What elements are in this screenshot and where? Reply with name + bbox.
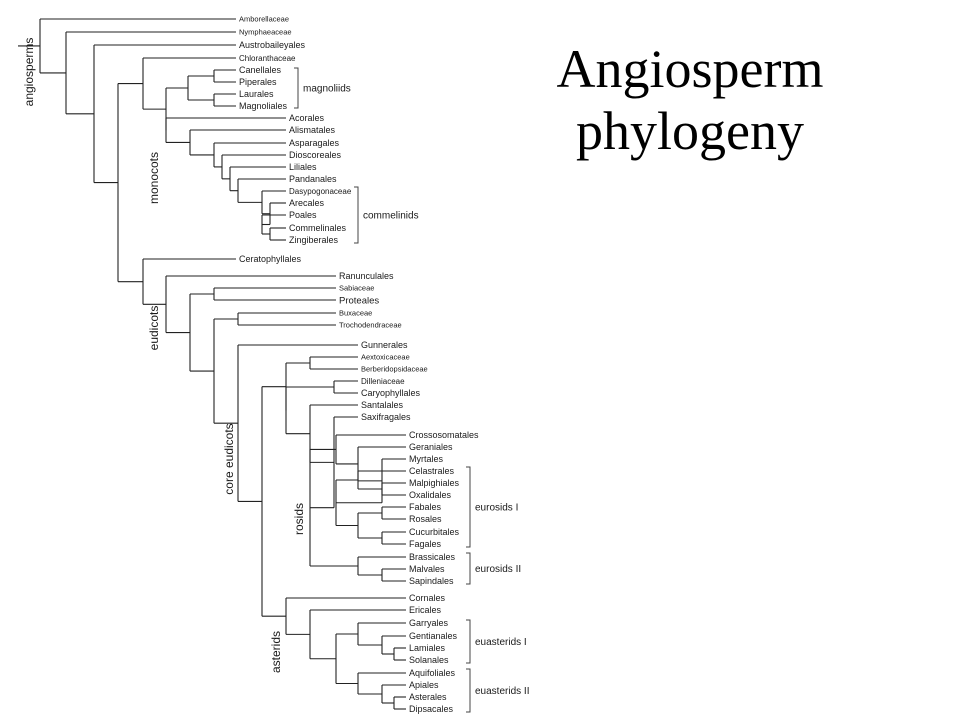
taxon-label: Asparagales [289,138,340,148]
taxon-label: Malpighiales [409,478,460,488]
taxon-label: Garryales [409,618,449,628]
taxon-label: Sabiaceae [339,284,374,293]
tree-branches [18,18,406,710]
taxon-label: Cornales [409,593,446,603]
clade-label: rosids [292,503,306,535]
taxon-label: Magnoliales [239,101,288,111]
clade-bracket [466,668,471,713]
bracket-label: eurosids II [475,564,521,575]
taxon-label: Gentianales [409,631,458,641]
taxon-label: Lamiales [409,643,446,653]
page-title: Angiosperm phylogeny [515,38,865,162]
taxon-label: Dipsacales [409,704,454,714]
taxon-label: Celastrales [409,466,455,476]
taxon-label: Berberidopsidaceae [361,365,428,374]
taxon-label: Acorales [289,113,325,123]
clade-bracket [466,466,471,548]
taxon-label: Amborellaceae [239,15,289,24]
taxon-label: Canellales [239,65,282,75]
taxon-label: Cucurbitales [409,527,460,537]
taxon-label: Zingiberales [289,235,339,245]
taxon-label: Piperales [239,77,277,87]
taxon-label: Crossosomatales [409,430,479,440]
taxon-label: Solanales [409,655,449,665]
bracket-label: magnoliids [303,84,351,95]
clade-brackets [294,67,471,713]
taxon-label: Arecales [289,198,325,208]
taxon-label: Fagales [409,539,442,549]
taxon-label: Ericales [409,605,442,615]
clade-bracket [294,67,299,109]
taxon-label: Trochodendraceae [339,321,402,330]
taxon-label: Dilleniaceae [361,377,405,386]
taxon-label: Oxalidales [409,490,452,500]
taxon-label: Ceratophyllales [239,254,302,264]
clade-label: monocots [147,152,161,204]
taxon-label: Sapindales [409,576,454,586]
taxon-label: Rosales [409,514,442,524]
taxon-label: Chloranthaceae [239,54,296,63]
taxon-label: Fabales [409,502,442,512]
taxon-label: Geraniales [409,442,453,452]
taxon-label: Nymphaeaceae [239,28,292,37]
title-line-2: phylogeny [576,101,804,161]
taxon-label: Ranunculales [339,271,394,281]
taxon-label: Apiales [409,680,439,690]
clade-label: asterids [269,631,283,673]
taxon-label: Caryophyllales [361,388,421,398]
clade-labels: angiosperms monocots eudicots core eudicots… [22,38,306,673]
taxon-label: Laurales [239,89,274,99]
bracket-label: commelinids [363,211,419,222]
taxon-labels: AmborellaceaeNymphaeaceaeAustrobaileyale… [239,15,479,715]
bracket-label: eurosids I [475,503,518,514]
taxon-label: Santalales [361,400,404,410]
bracket-label: euasterids II [475,686,529,697]
taxon-label: Proteales [339,295,379,306]
clade-label: angiosperms [22,38,36,107]
taxon-label: Alismatales [289,125,336,135]
taxon-label: Dioscoreales [289,150,342,160]
clade-bracket [466,619,471,664]
taxon-label: Austrobaileyales [239,40,306,50]
clade-label: core eudicots [222,423,236,494]
clade-bracket [354,186,359,244]
taxon-label: Aextoxicaceae [361,353,410,362]
taxon-label: Buxaceae [339,309,372,318]
taxon-label: Dasypogonaceae [289,187,352,196]
taxon-label: Gunnerales [361,340,408,350]
taxon-label: Aquifoliales [409,668,456,678]
taxon-label: Brassicales [409,552,456,562]
clade-bracket [466,552,471,585]
bracket-label: euasterids I [475,637,527,648]
title-line-1: Angiosperm [556,39,824,99]
taxon-label: Commelinales [289,223,347,233]
clade-label: eudicots [147,306,161,351]
taxon-label: Asterales [409,692,447,702]
taxon-label: Myrtales [409,454,444,464]
taxon-label: Saxifragales [361,412,411,422]
taxon-label: Malvales [409,564,445,574]
taxon-label: Pandanales [289,174,337,184]
taxon-label: Liliales [289,162,317,172]
taxon-label: Poales [289,210,317,220]
bracket-labels: magnoliids commelinids eurosids I eurosids … [303,84,529,698]
